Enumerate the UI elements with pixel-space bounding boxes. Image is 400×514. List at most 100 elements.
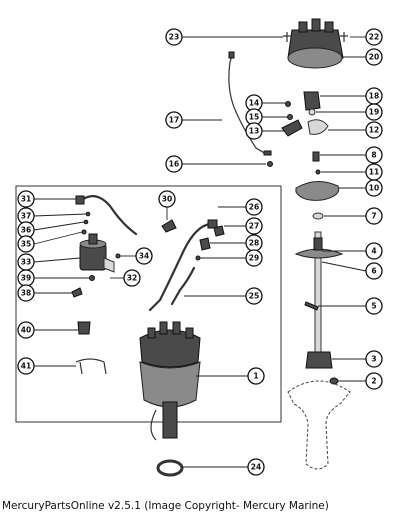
leader-lines (33, 36, 367, 468)
svg-text:23: 23 (169, 33, 179, 42)
screw-14 (285, 101, 291, 107)
svg-text:10: 10 (369, 184, 379, 193)
spring-8 (312, 151, 320, 162)
callout-41: 41 (17, 357, 35, 375)
callout-33: 33 (17, 253, 35, 271)
callout-12: 12 (365, 121, 383, 139)
svg-text:11: 11 (369, 168, 379, 177)
callout-28: 28 (245, 234, 263, 252)
clip-28 (199, 237, 211, 251)
svg-text:22: 22 (369, 33, 379, 42)
svg-text:26: 26 (249, 203, 259, 212)
callout-27: 27 (245, 217, 263, 235)
lead-25 (170, 266, 196, 306)
rotor-18 (303, 91, 321, 111)
screw-23 (283, 32, 291, 42)
svg-text:38: 38 (21, 289, 31, 298)
coil-wire-31 (80, 195, 138, 236)
svg-text:36: 36 (21, 226, 31, 235)
screw-22 (340, 32, 348, 42)
ground-wire-17 (228, 55, 267, 155)
shaft-assembly-4 (294, 231, 344, 353)
callout-17: 17 (165, 111, 183, 129)
svg-text:16: 16 (169, 160, 179, 169)
callout-4: 4 (365, 242, 383, 260)
callout-20: 20 (365, 48, 383, 66)
image-caption: MercuryPartsOnline v2.5.1 (Image Copyrig… (2, 500, 329, 512)
callout-30: 30 (158, 190, 176, 208)
svg-text:4: 4 (371, 247, 376, 256)
svg-text:27: 27 (249, 222, 259, 231)
svg-text:2: 2 (371, 377, 376, 386)
callout-14: 14 (245, 94, 263, 112)
svg-text:19: 19 (369, 108, 379, 117)
callout-5: 5 (365, 297, 383, 315)
distributor-cap-top (287, 18, 344, 69)
distributor-housing-outline (287, 380, 351, 470)
coil-bracket-32 (103, 257, 115, 273)
point-set-13 (281, 119, 303, 137)
washer-36 (83, 219, 89, 225)
callout-8: 8 (365, 146, 383, 164)
svg-text:13: 13 (249, 127, 259, 136)
callout-40: 40 (17, 321, 35, 339)
screw-35 (81, 229, 87, 235)
svg-text:32: 32 (127, 274, 137, 283)
o-ring-24 (156, 459, 184, 477)
washer-39 (89, 275, 95, 281)
svg-text:15: 15 (249, 113, 259, 122)
washer-19 (308, 108, 316, 116)
callout-22: 22 (365, 28, 383, 46)
washer-7 (312, 212, 324, 220)
callout-35: 35 (17, 235, 35, 253)
callout-7: 7 (365, 207, 383, 225)
svg-text:1: 1 (253, 372, 258, 381)
callout-39: 39 (17, 269, 35, 287)
svg-text:12: 12 (369, 126, 379, 135)
callout-25: 25 (245, 287, 263, 305)
callout-10: 10 (365, 179, 383, 197)
breaker-plate-10 (295, 181, 340, 201)
callout-3: 3 (365, 350, 383, 368)
callout-29: 29 (245, 249, 263, 267)
callout-26: 26 (245, 198, 263, 216)
clip-12 (307, 119, 329, 135)
screw-15 (287, 114, 293, 120)
ignition-coil-33 (79, 233, 107, 271)
svg-text:3: 3 (371, 355, 376, 364)
svg-text:17: 17 (169, 116, 179, 125)
drive-gear-3 (305, 351, 333, 369)
screw-11 (315, 169, 321, 175)
callout-19: 19 (365, 103, 383, 121)
bolt-38 (71, 287, 83, 298)
callout-2: 2 (365, 372, 383, 390)
distributor-assembly-1 (139, 321, 201, 441)
connector-30 (161, 219, 177, 233)
inset-box (15, 185, 282, 423)
svg-text:24: 24 (251, 463, 261, 472)
callout-23: 23 (165, 28, 183, 46)
svg-text:33: 33 (21, 258, 31, 267)
nut-37 (85, 211, 91, 217)
svg-text:7: 7 (371, 212, 376, 221)
callout-13: 13 (245, 122, 263, 140)
svg-text:25: 25 (249, 292, 259, 301)
screw-16 (267, 161, 273, 167)
svg-text:29: 29 (249, 254, 259, 263)
exploded-parts-diagram: 23 22 20 17 16 14 15 13 18 19 12 8 11 10… (15, 18, 383, 477)
callout-34: 34 (135, 247, 153, 265)
washer-29 (195, 255, 201, 261)
svg-text:5: 5 (371, 302, 376, 311)
svg-text:34: 34 (139, 252, 149, 261)
clip-41 (75, 358, 107, 375)
high-tension-lead-26 (148, 222, 212, 312)
callout-38: 38 (17, 284, 35, 302)
svg-text:37: 37 (21, 212, 31, 221)
svg-text:35: 35 (21, 240, 31, 249)
callout-11: 11 (365, 163, 383, 181)
bushing-40 (77, 321, 91, 335)
svg-text:14: 14 (249, 99, 259, 108)
svg-text:6: 6 (371, 267, 376, 276)
svg-text:41: 41 (21, 362, 31, 371)
svg-text:20: 20 (369, 53, 379, 62)
